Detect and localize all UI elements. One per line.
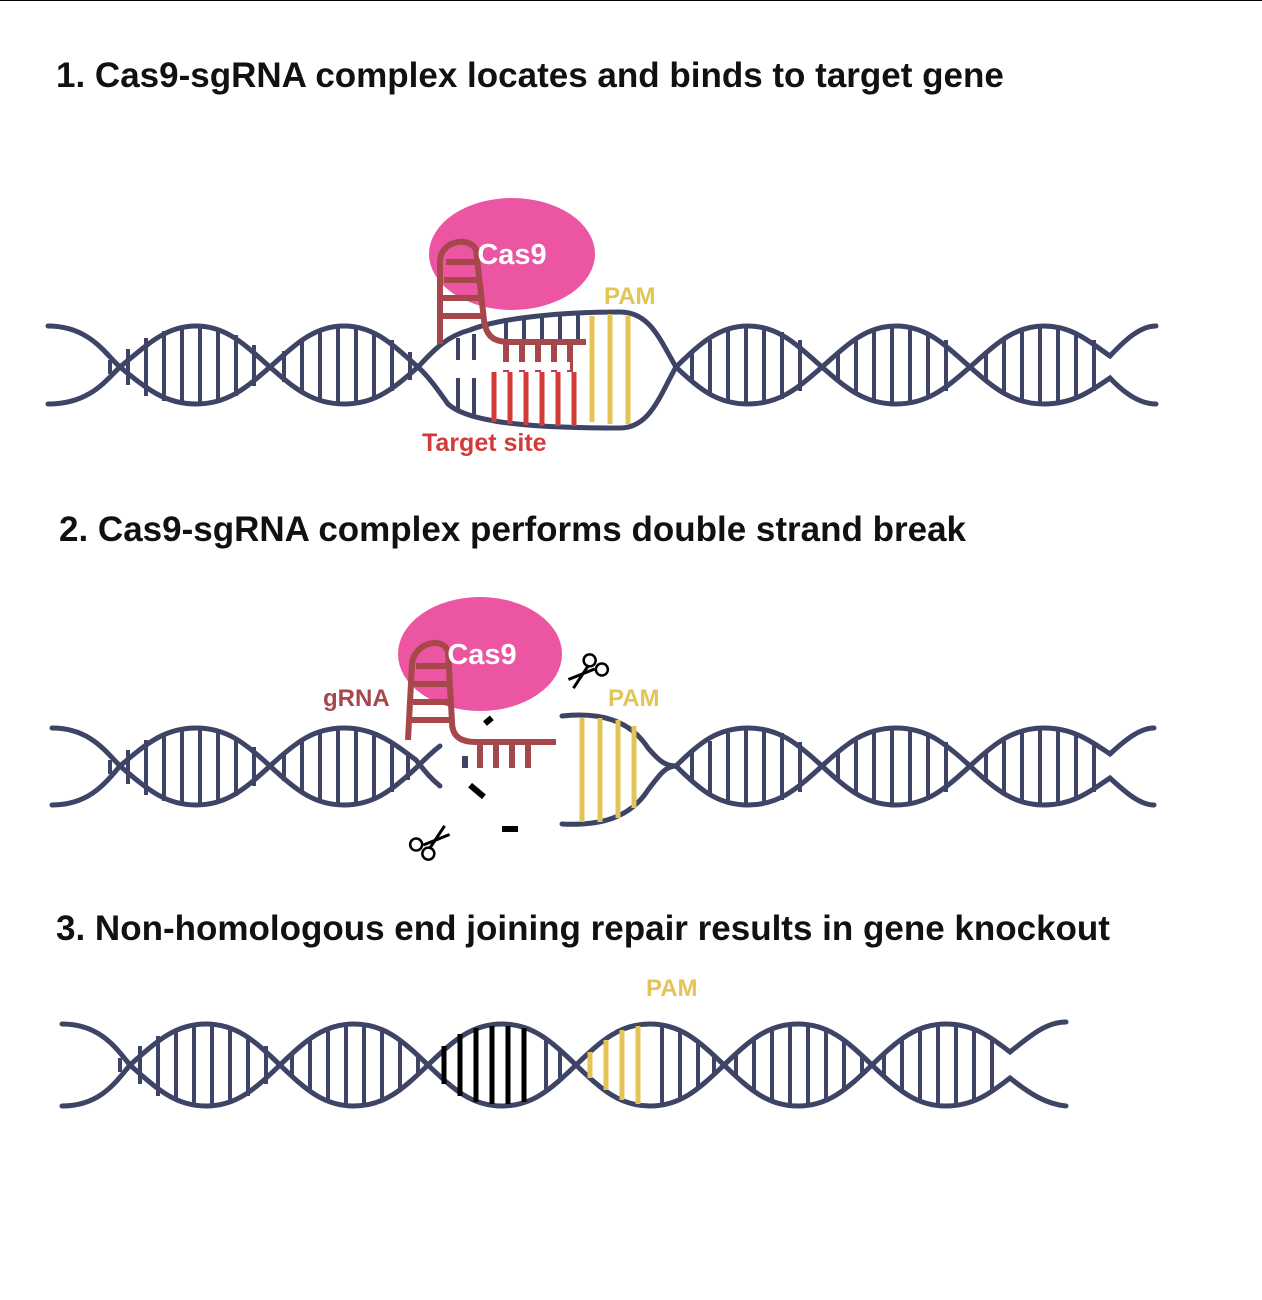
cas9-label-step1: Cas9 [477, 239, 546, 271]
grna-molecule [405, 640, 556, 768]
scissors-icon [567, 653, 610, 690]
step-2-title: 2. Cas9-sgRNA complex performs double st… [59, 510, 967, 549]
pam-label-step1: PAM [604, 283, 656, 310]
step-2-dna-right-fragment [559, 712, 1157, 827]
pam-region [587, 1026, 641, 1104]
step-1-title: 1. Cas9-sgRNA complex locates and binds … [56, 56, 1004, 95]
step-2-dna-left-fragment [49, 725, 443, 808]
grna-label: gRNA [323, 685, 390, 712]
step-1-dna-helix [45, 309, 1159, 431]
step-3-dna-helix [59, 1019, 1069, 1109]
pam-label-step3: PAM [646, 975, 698, 1002]
cut-fragments [462, 715, 518, 832]
scissors-icon [408, 824, 451, 861]
target-site-label: Target site [422, 429, 547, 457]
pam-label-step2: PAM [608, 685, 660, 712]
indel-region [441, 1026, 527, 1104]
step-3-title: 3. Non-homologous end joining repair res… [56, 909, 1110, 948]
cas9-label-step2: Cas9 [447, 639, 516, 671]
top-border [0, 0, 1262, 1]
